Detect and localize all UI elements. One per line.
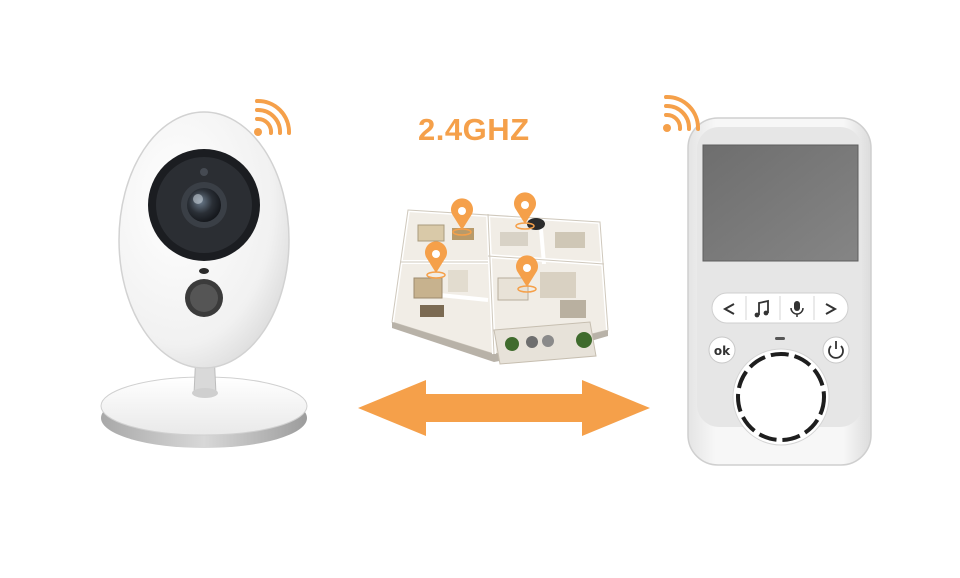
- power-icon[interactable]: [822, 336, 850, 364]
- wifi-signal-icon: [663, 94, 701, 132]
- monitor-led: [775, 337, 785, 340]
- location-pin-icon: [514, 192, 536, 230]
- wifi-signal-icon: [254, 98, 292, 136]
- baby-camera: [100, 98, 308, 448]
- frequency-label: 2.4GHZ: [418, 112, 530, 147]
- double-arrow-icon: [358, 380, 650, 436]
- patio: [493, 321, 597, 365]
- location-pin-icon: [450, 198, 474, 236]
- ok-button[interactable]: [708, 336, 736, 364]
- camera-base: [100, 376, 308, 448]
- monitor-screen: [702, 144, 859, 262]
- right-arrow-icon[interactable]: [815, 296, 846, 320]
- location-pin-icon: [425, 241, 447, 279]
- camera-sensor: [185, 279, 223, 317]
- ok-button-label: ok: [714, 344, 731, 358]
- camera-lens: [148, 149, 260, 261]
- location-pin-icon: [516, 255, 538, 293]
- music-note-icon[interactable]: [747, 296, 779, 320]
- camera-led: [199, 268, 209, 274]
- furniture: [413, 218, 586, 318]
- speaker-grille: [732, 348, 830, 446]
- nav-bar: [711, 292, 849, 324]
- house-floorplan-illustration: [390, 192, 610, 365]
- parent-monitor: [663, 94, 872, 466]
- left-arrow-icon[interactable]: [714, 296, 745, 320]
- microphone-icon[interactable]: [781, 296, 813, 320]
